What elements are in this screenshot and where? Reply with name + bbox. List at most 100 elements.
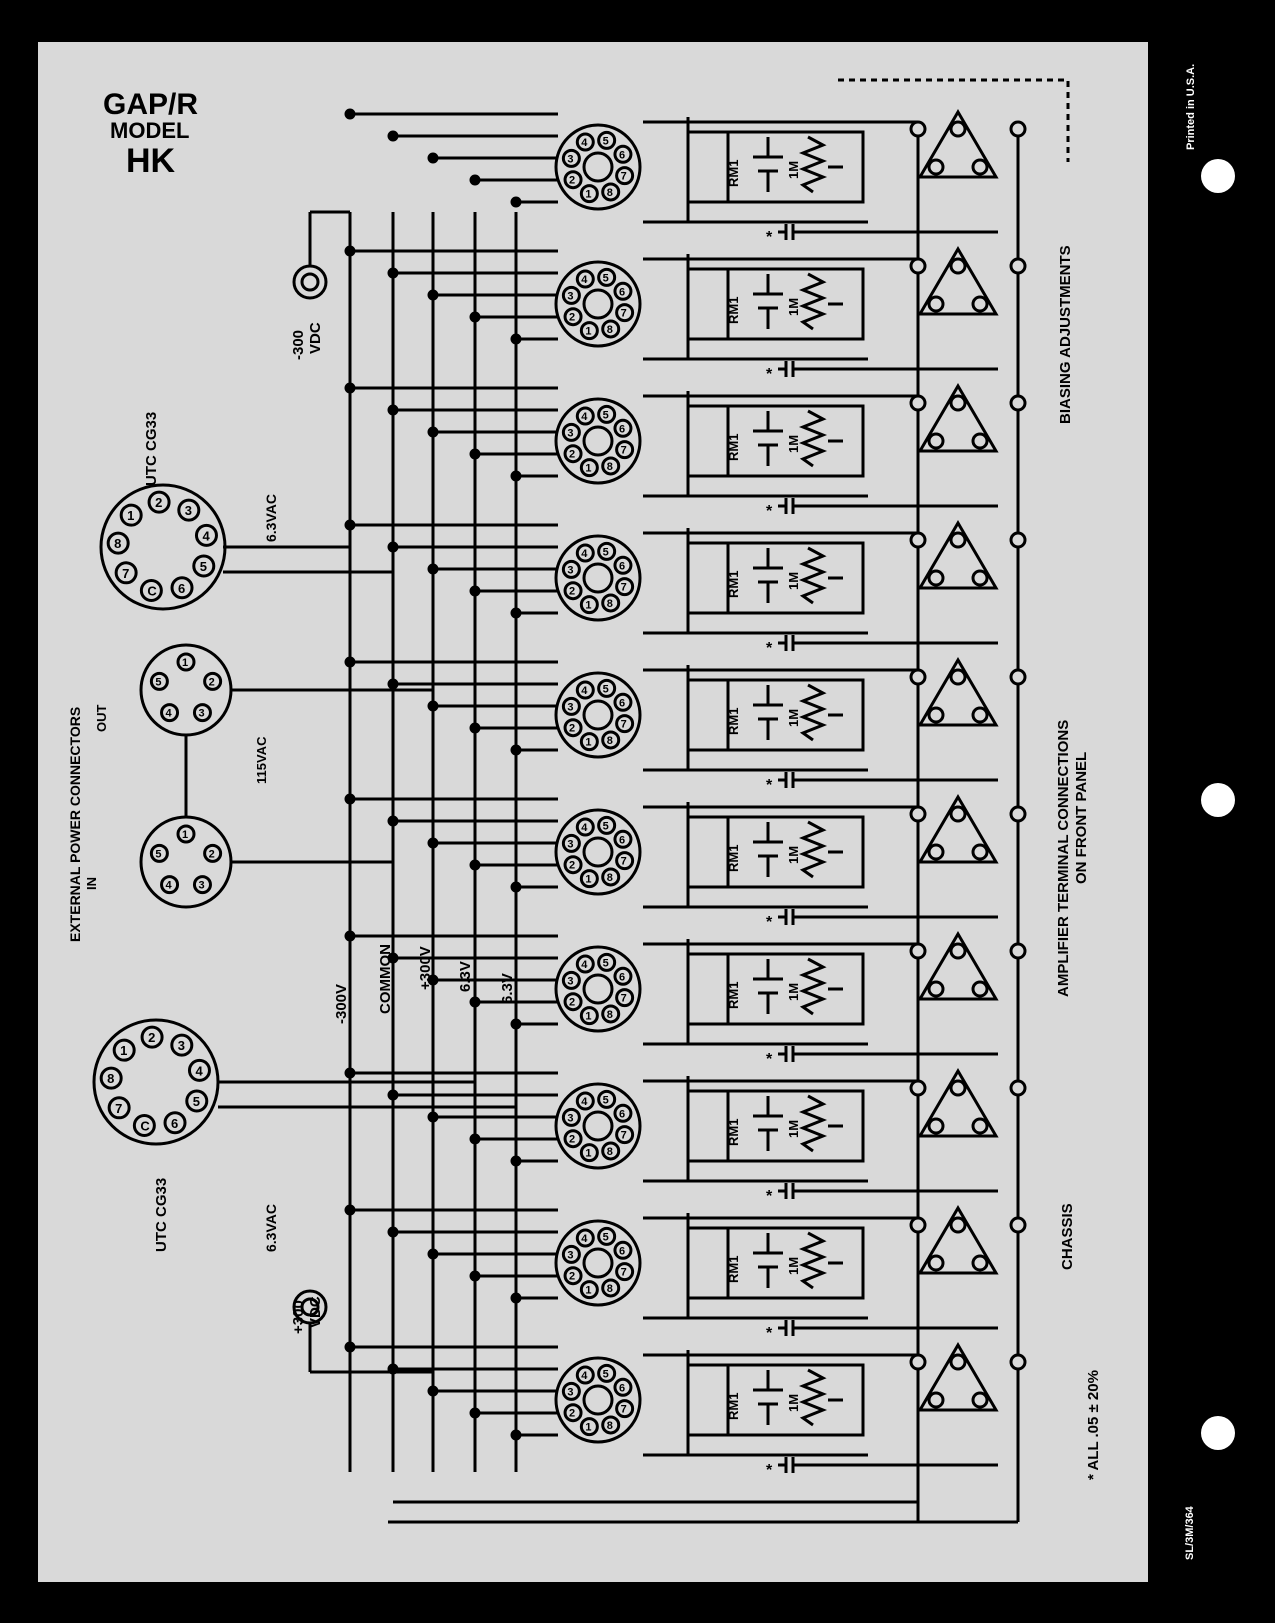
rm1-label: RM1 [726, 845, 741, 872]
socket-pin-label: 7 [621, 582, 627, 594]
socket-pin [579, 732, 599, 752]
transformer-pin-label: 5 [200, 559, 207, 574]
junction-dot [427, 974, 439, 986]
terminal-post [949, 942, 967, 960]
transformer-pin-label: 3 [178, 1038, 185, 1053]
socket-pin [597, 1226, 617, 1246]
transformer-pin [106, 531, 130, 555]
socket-pin [563, 1403, 583, 1423]
socket-pin [597, 1089, 617, 1109]
transformer-pin [194, 523, 218, 547]
socket-pin-label: 4 [581, 959, 588, 971]
terminal-post [909, 668, 927, 686]
bus-minus300-label: -300V [333, 984, 350, 1024]
cap-asterisk: * [766, 1462, 773, 1479]
socket-pin [575, 1228, 595, 1248]
terminal-triangle [917, 109, 999, 179]
transformer-pin [112, 1038, 136, 1062]
socket-key [582, 1384, 614, 1416]
socket-pin-label: 2 [569, 586, 575, 598]
transformer-pin [99, 1066, 123, 1090]
connector-pin-label: 3 [198, 708, 204, 720]
terminal-post [909, 531, 927, 549]
socket-pin [563, 307, 583, 327]
minus300-jack-inner [300, 272, 320, 292]
socket-pin [579, 184, 599, 204]
transformer-pin [170, 576, 194, 600]
terminal-triangle [917, 1342, 999, 1412]
socket-pin-label: 5 [603, 409, 609, 421]
one-meg-label: 1M [786, 709, 801, 727]
terminal-post [971, 980, 989, 998]
terminal-triangle [917, 794, 999, 864]
socket-pin [575, 132, 595, 152]
in-connector [139, 815, 233, 909]
transformer-pin [114, 561, 138, 585]
terminal-post [1009, 531, 1027, 549]
socket-pin [601, 1004, 621, 1024]
socket-pin-label: 2 [569, 860, 575, 872]
transformer-pin [139, 578, 163, 602]
socket-pin [613, 281, 633, 301]
tube-socket [554, 260, 642, 348]
junction-dot [344, 1204, 356, 1216]
socket-key [582, 836, 614, 868]
one-meg-label: 1M [786, 298, 801, 316]
socket-pin-label: 1 [585, 874, 591, 886]
transformer-pin-label: 6 [178, 581, 185, 596]
socket-pin [613, 692, 633, 712]
socket-pin-label: 8 [607, 598, 613, 610]
connector-pin-label: 5 [155, 848, 161, 860]
socket-pin [613, 829, 633, 849]
socket-pin [615, 988, 635, 1008]
socket-pin-label: 1 [585, 1285, 591, 1297]
junction-dot [427, 1248, 439, 1260]
junction-dot [510, 1292, 522, 1304]
junction-dot [387, 130, 399, 142]
socket-pin [561, 1381, 581, 1401]
vdc-pos-unit: VDC [307, 1296, 324, 1328]
socket-pin-label: 2 [569, 997, 575, 1009]
bus-plus300-label: +300V [417, 946, 434, 990]
terminal-post [927, 706, 945, 724]
transformer-pin-label: 6 [171, 1116, 178, 1131]
socket-pin [613, 1377, 633, 1397]
socket-pin [575, 680, 595, 700]
socket-pin [561, 285, 581, 305]
socket-pin [561, 1244, 581, 1264]
socket-pin [563, 1266, 583, 1286]
socket-pin [597, 952, 617, 972]
junction-dot [387, 1226, 399, 1238]
terminal-triangle [917, 1068, 999, 1138]
junction-dot [510, 333, 522, 345]
transformer-pin [185, 1089, 209, 1113]
socket-pin-label: 1 [585, 1011, 591, 1023]
socket-pin-label: 2 [569, 1134, 575, 1146]
connector-pin-label: 4 [166, 708, 173, 720]
potentiometer [798, 272, 828, 331]
socket-pin [613, 966, 633, 986]
socket-pin [597, 404, 617, 424]
socket-pin [579, 1417, 599, 1437]
socket-pin [615, 1399, 635, 1419]
socket-pin-label: 5 [603, 1368, 609, 1380]
socket-pin [597, 1363, 617, 1383]
socket-pin [601, 1141, 621, 1161]
socket-pin-label: 7 [621, 856, 627, 868]
potentiometer [798, 1368, 828, 1427]
socket-pin [579, 1006, 599, 1026]
junction-dot [469, 1270, 481, 1282]
junction-dot [344, 656, 356, 668]
one-meg-label: 1M [786, 1120, 801, 1138]
terminal-post [1009, 394, 1027, 412]
socket-pin [613, 418, 633, 438]
socket-pin [575, 954, 595, 974]
socket-pin-label: 7 [621, 719, 627, 731]
socket-key [582, 562, 614, 594]
terminal-post [949, 1353, 967, 1371]
transformer-pin-label: 2 [148, 1030, 155, 1045]
terminal-triangle [917, 383, 999, 453]
transformer-top [99, 483, 227, 611]
terminal-post [949, 1216, 967, 1234]
transformer-pin [107, 1096, 131, 1120]
